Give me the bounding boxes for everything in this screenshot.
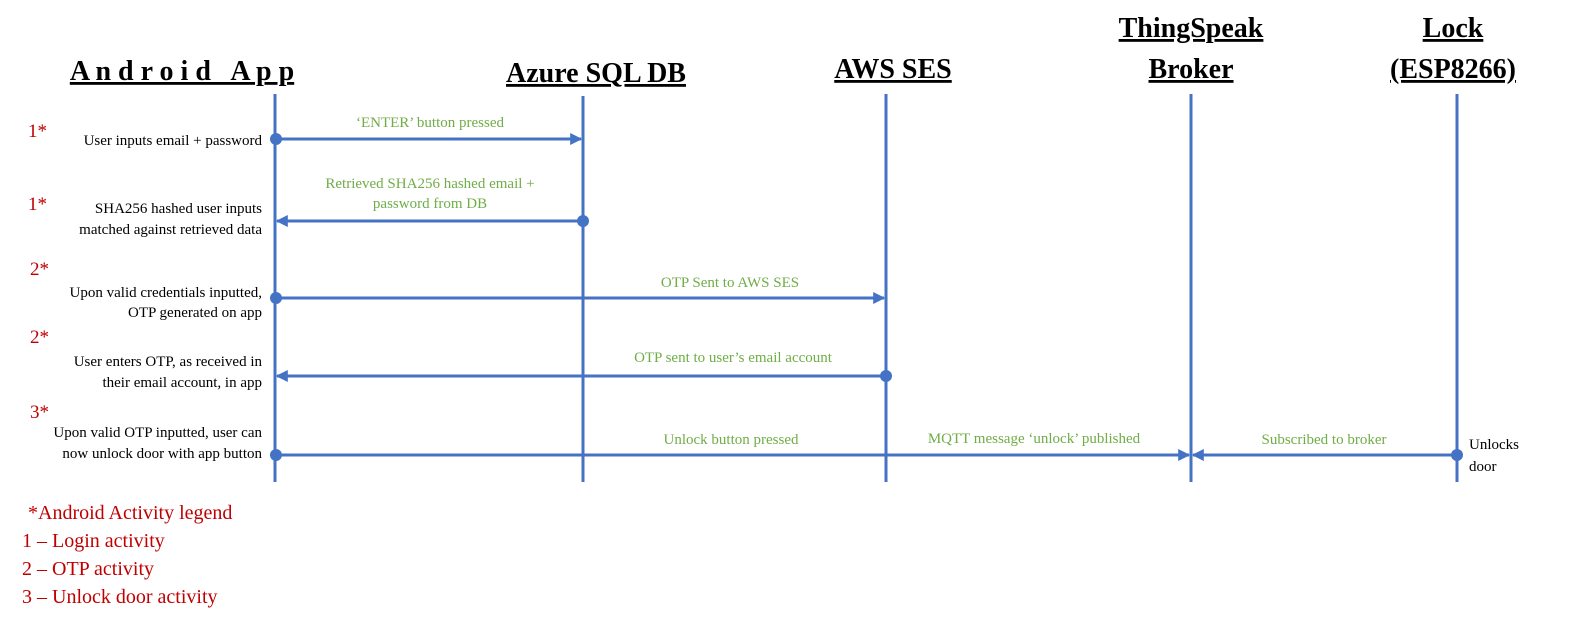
legend-title: *Android Activity legend (28, 502, 232, 524)
arrow-origin-dot (270, 292, 282, 304)
message-mqtt-published: MQTT message ‘unlock’ published (928, 431, 1141, 447)
step-marker: 2* (30, 259, 49, 280)
note-unlocks-door-line1: Unlocks (1469, 437, 1519, 453)
step-marker: 1* (28, 194, 47, 215)
participant-android-app: A n d r o i d A p p (70, 56, 294, 87)
participant-lock: Lock (1423, 13, 1484, 44)
note-valid-credentials-line2: OTP generated on app (128, 305, 262, 321)
note-unlocks-door-line2: door (1469, 459, 1497, 475)
legend-item-login: 1 – Login activity (22, 530, 165, 552)
message-subscribed-broker: Subscribed to broker (1262, 432, 1387, 448)
note-valid-otp-line1: Upon valid OTP inputted, user can (53, 425, 262, 441)
note-user-inputs: User inputs email + password (84, 133, 263, 149)
note-enter-otp-line2: their email account, in app (102, 375, 262, 391)
step-marker: 3* (30, 402, 49, 423)
arrow-origin-dot (270, 449, 282, 461)
step-marker: 1* (28, 121, 47, 142)
note-sha256-line1: SHA256 hashed user inputs (95, 201, 262, 217)
message-enter-pressed: ‘ENTER’ button pressed (356, 115, 505, 131)
participant-thingspeak-broker: Broker (1148, 54, 1233, 85)
message-retrieved-hash-line2: password from DB (373, 196, 487, 212)
message-retrieved-hash-line1: Retrieved SHA256 hashed email + (325, 176, 534, 192)
arrow-origin-dot (577, 215, 589, 227)
participant-aws-ses: AWS SES (834, 54, 952, 85)
participant-azure-sql-db: Azure SQL DB (506, 58, 686, 89)
participant-lock-esp8266: (ESP8266) (1390, 54, 1516, 85)
arrow-origin-dot (1451, 449, 1463, 461)
arrow-origin-dot (270, 133, 282, 145)
note-sha256-line2: matched against retrieved data (79, 222, 262, 238)
legend-item-otp: 2 – OTP activity (22, 558, 154, 580)
message-unlock-pressed: Unlock button pressed (664, 432, 799, 448)
legend-item-unlock: 3 – Unlock door activity (22, 586, 218, 608)
participant-thingspeak: ThingSpeak (1119, 13, 1264, 44)
note-enter-otp-line1: User enters OTP, as received in (74, 354, 263, 370)
arrow-origin-dot (880, 370, 892, 382)
step-marker: 2* (30, 327, 49, 348)
message-otp-to-email: OTP sent to user’s email account (634, 350, 833, 366)
note-valid-credentials-line1: Upon valid credentials inputted, (70, 285, 262, 301)
note-valid-otp-line2: now unlock door with app button (62, 446, 262, 462)
message-otp-sent-aws: OTP Sent to AWS SES (661, 275, 799, 291)
